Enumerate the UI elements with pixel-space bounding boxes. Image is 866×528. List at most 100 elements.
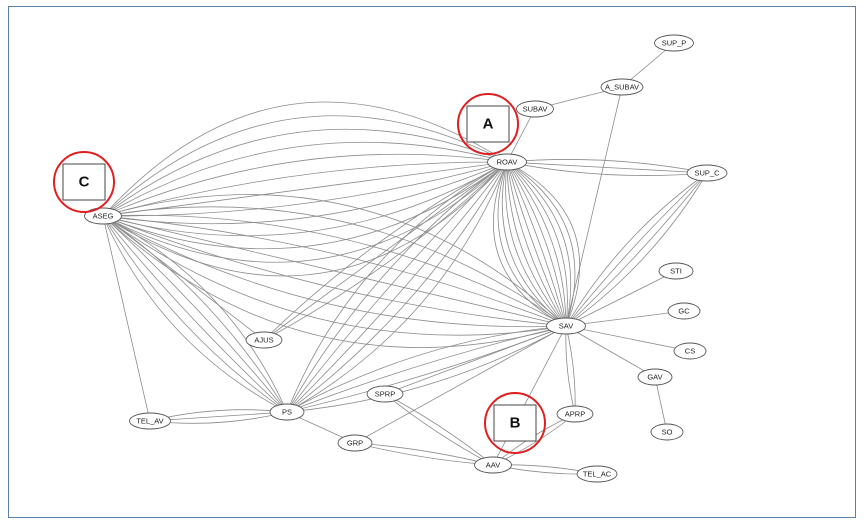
node-ellipse	[637, 368, 673, 386]
edge-roav-ps	[286, 161, 508, 413]
node-cs: CS	[673, 342, 707, 360]
edge-sav-aprp	[565, 325, 576, 415]
edge-aseg-ajus	[102, 215, 265, 341]
node-ellipse	[269, 403, 305, 421]
node-ellipse	[686, 164, 728, 182]
node-ellipse	[576, 465, 618, 483]
node-ellipse	[673, 342, 707, 360]
edge-aseg-ps	[102, 215, 288, 413]
node-sti: STI	[658, 262, 694, 280]
marker-label: C	[79, 174, 90, 191]
node-ellipse	[245, 331, 283, 349]
edge-roav-sav	[506, 161, 567, 327]
edge-roav-ps	[286, 161, 508, 413]
edge-cs-sav	[565, 325, 691, 352]
node-label: SAV	[559, 322, 573, 331]
edge-sav-ps	[286, 325, 567, 413]
node-ellipse	[546, 317, 586, 335]
marker-box	[493, 404, 537, 442]
edge-roav-aseg	[102, 153, 508, 217]
node-label: SPRP	[375, 390, 395, 399]
edge-roav-sup_c	[506, 161, 708, 174]
node-tel-ac: TEL_AC	[576, 465, 618, 483]
edge-roav-sup_c	[506, 159, 708, 174]
edge-roav-aseg	[102, 161, 508, 217]
node-ps: PS	[269, 403, 305, 421]
edge-roav-ps	[286, 161, 508, 413]
node-aseg: ASEG	[84, 207, 122, 225]
node-grp: GRP	[337, 434, 373, 452]
node-sup-c: SUP_C	[686, 164, 728, 182]
node-a-subav: A_SUBAV	[600, 78, 644, 96]
marker-label: B	[510, 415, 521, 432]
node-label: STI	[670, 267, 682, 276]
edge-sav-sprp	[384, 325, 567, 395]
edge-roav-aseg	[102, 161, 508, 277]
marker-circle	[484, 392, 546, 454]
edge-grp-aav	[354, 442, 494, 466]
edge-aseg-sav	[102, 214, 567, 327]
node-label: SUBAV	[523, 105, 548, 114]
node-tel-av: TEL_AV	[129, 412, 171, 430]
edge-aseg-sav	[102, 215, 567, 327]
marker-circle	[457, 93, 519, 155]
node-so: SO	[650, 423, 684, 441]
edge-roav-sav	[506, 161, 572, 327]
marker-box	[466, 105, 510, 143]
edge-roav-ajus	[263, 161, 508, 341]
marker-c: C	[53, 151, 115, 213]
node-label: SUP_C	[694, 169, 720, 178]
edge-sav-aprp	[565, 325, 576, 415]
node-ellipse	[84, 207, 122, 225]
edge-roav-ajus	[263, 161, 508, 341]
node-ellipse	[337, 434, 373, 452]
edge-gav-sav	[565, 325, 656, 378]
edge-sav-ps	[286, 325, 567, 413]
edge-roav-aseg	[102, 101, 508, 217]
node-ellipse	[658, 262, 694, 280]
node-ellipse	[516, 100, 554, 118]
marker-box	[62, 163, 106, 201]
edge-grp-aav	[354, 442, 494, 466]
edge-roav-aseg	[102, 128, 508, 217]
edge-aseg-sav	[102, 194, 567, 327]
node-ellipse	[650, 423, 684, 441]
node-label: CS	[685, 347, 695, 356]
node-label: GAV	[647, 373, 662, 382]
node-ellipse	[667, 302, 701, 320]
edge-sav-ps	[286, 325, 567, 413]
edge-aseg-sav	[102, 206, 567, 327]
diagram-frame	[8, 6, 856, 518]
edge-aseg-tel_av	[102, 215, 151, 422]
nodes-layer: SUP_PA_SUBAVSUBAVROAVSUP_CASEGSTIGCSAVCS…	[84, 34, 728, 483]
node-aav: AAV	[474, 456, 512, 474]
node-label: SO	[662, 428, 673, 437]
edge-roav-aseg	[102, 115, 508, 217]
edge-roav-sav	[505, 161, 567, 327]
edge-aseg-ps	[102, 215, 288, 413]
node-gav: GAV	[637, 368, 673, 386]
edge-sav-grp	[354, 325, 567, 444]
node-ellipse	[487, 153, 527, 171]
edge-roav-sav	[506, 161, 580, 327]
edge-roav-sav	[501, 161, 567, 327]
node-ellipse	[366, 385, 404, 403]
edge-roav-sav	[506, 161, 567, 327]
node-ellipse	[474, 456, 512, 474]
node-label: PS	[282, 408, 292, 417]
node-label: SUP_P	[662, 39, 687, 48]
edge-aseg-sav	[102, 215, 567, 328]
edge-aseg-sav	[102, 215, 567, 327]
edge-aseg-ps	[102, 215, 288, 413]
node-ellipse	[654, 34, 694, 52]
edge-sti-sav	[565, 270, 677, 327]
marker-label: A	[483, 116, 494, 133]
node-gc: GC	[667, 302, 701, 320]
edge-roav-aseg	[102, 141, 508, 217]
node-sup-p: SUP_P	[654, 34, 694, 52]
edge-roav-sav	[493, 161, 567, 327]
edge-roav-sav	[506, 161, 567, 327]
edge-aseg-ps	[102, 215, 288, 413]
edge-a_subav-sav	[565, 86, 623, 327]
